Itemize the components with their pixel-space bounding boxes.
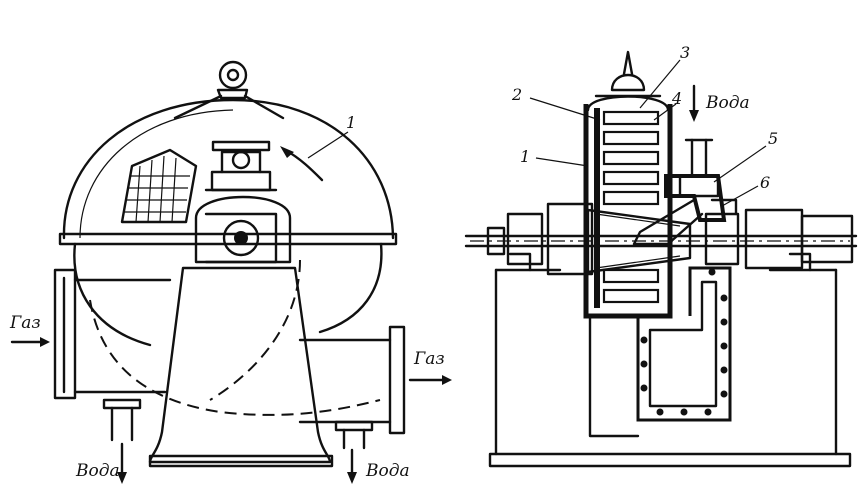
- callout-1-left: 1: [346, 113, 356, 132]
- shaft: [464, 202, 858, 276]
- callout-2-leader: [529, 97, 601, 121]
- water-out-right-label: Вода: [365, 461, 410, 481]
- water-feed-pipe: [632, 138, 727, 246]
- water-in-label: Вода: [705, 93, 750, 113]
- support-column: [588, 314, 640, 438]
- gas-in-label: Газ: [9, 313, 41, 333]
- housing-flange: [58, 232, 398, 246]
- top-valve: [210, 170, 272, 192]
- callout-4: 4: [671, 89, 682, 108]
- frame-sides: [494, 268, 838, 456]
- callout-5-leader: [713, 145, 767, 183]
- lifting-eye: [218, 60, 248, 90]
- left-view-housing: [10, 60, 452, 484]
- callout-1-right: 1: [520, 147, 530, 166]
- callout-4-leader: [653, 103, 677, 121]
- volute-dome: [62, 98, 395, 240]
- gas-out-label: Газ: [413, 349, 445, 369]
- water-out-left-label: Вода: [75, 461, 120, 481]
- callout-1-leader-right: [535, 157, 589, 167]
- callout-6-leader: [721, 185, 759, 207]
- drum-shell: [583, 104, 673, 319]
- pedestal: [148, 266, 332, 464]
- callout-2: 2: [511, 85, 522, 104]
- packing-slots: [594, 108, 660, 308]
- callout-3: 3: [680, 43, 690, 62]
- packing-bricks: [120, 148, 198, 224]
- water-drain-left: [102, 398, 142, 484]
- callout-3-leader: [639, 59, 681, 109]
- motor: [800, 214, 854, 264]
- bearing-housing: [194, 195, 292, 264]
- base-plate: [488, 452, 852, 468]
- gas-inlet-duct: [53, 268, 77, 400]
- conical-rotor: [586, 208, 692, 274]
- top-nozzle: [610, 73, 646, 92]
- drain-box: [636, 266, 732, 422]
- callout-1-leader-left: [307, 131, 349, 159]
- right-view-section: [464, 50, 858, 468]
- gas-outlet-duct: [298, 338, 392, 424]
- callout-6: 6: [760, 173, 770, 192]
- water-drain-right: [334, 420, 374, 484]
- callout-5: 5: [768, 129, 778, 148]
- gas-flow-path: [89, 299, 381, 416]
